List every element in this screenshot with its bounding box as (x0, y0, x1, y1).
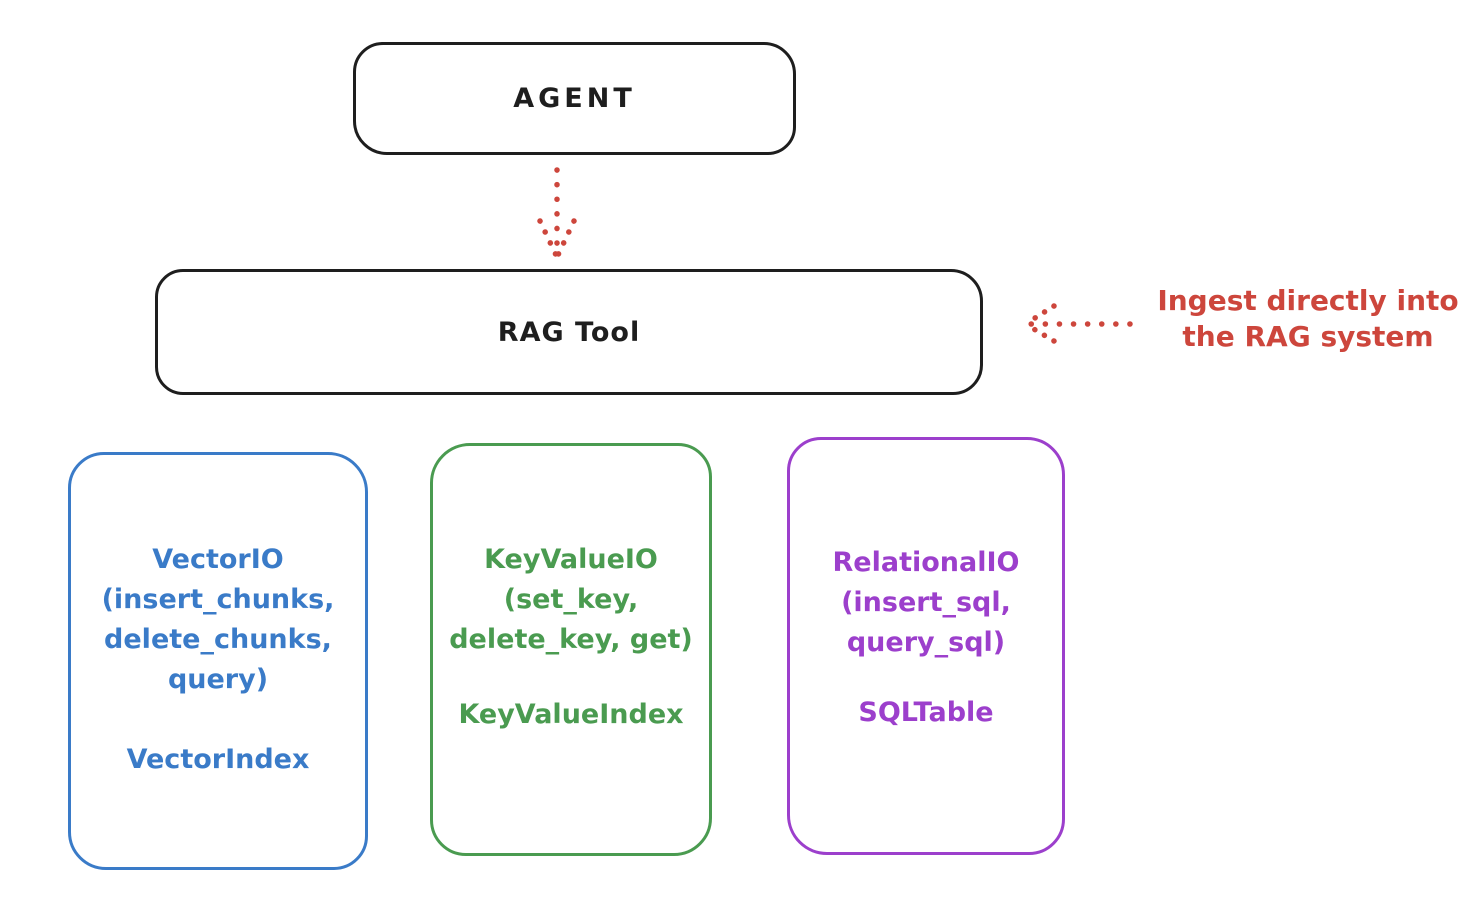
vector-io-box: VectorIO (insert_chunks, delete_chunks, … (68, 452, 368, 870)
relational-io-box: RelationalIO (insert_sql, query_sql) SQL… (787, 437, 1065, 855)
agent-box: AGENT (353, 42, 796, 155)
io-title-line: delete_chunks, (104, 624, 332, 655)
keyvalue-io-title: KeyValueIO (set_key, delete_key, get) (449, 540, 693, 660)
rag-tool-box: RAG Tool (155, 269, 983, 395)
agent-to-rag-arrow (537, 167, 577, 260)
io-title-line: (insert_sql, (841, 587, 1011, 618)
ingest-annotation-line1: Ingest directly into (1157, 284, 1459, 317)
keyvalue-index-label: KeyValueIndex (458, 699, 684, 730)
vector-io-title: VectorIO (insert_chunks, delete_chunks, … (102, 540, 335, 700)
relational-io-title: RelationalIO (insert_sql, query_sql) (833, 543, 1020, 663)
io-title-line: RelationalIO (832, 547, 1020, 578)
keyvalue-io-box: KeyValueIO (set_key, delete_key, get) Ke… (430, 443, 712, 856)
io-title-line: delete_key, get) (449, 624, 693, 655)
vector-index-label: VectorIndex (126, 744, 310, 775)
io-title-line: (insert_chunks, (101, 584, 335, 615)
ingest-arrow (1024, 303, 1133, 344)
agent-label: AGENT (513, 83, 636, 114)
io-title-line: KeyValueIO (484, 544, 658, 575)
io-title-line: query_sql) (846, 627, 1006, 658)
io-title-line: (set_key, (503, 584, 639, 615)
io-title-line: VectorIO (152, 544, 284, 575)
io-title-line: query) (167, 664, 269, 695)
rag-tool-label: RAG Tool (497, 316, 641, 348)
ingest-annotation-line2: the RAG system (1182, 320, 1434, 353)
ingest-annotation: Ingest directly into the RAG system (1140, 283, 1476, 355)
sql-table-label: SQLTable (858, 697, 994, 728)
